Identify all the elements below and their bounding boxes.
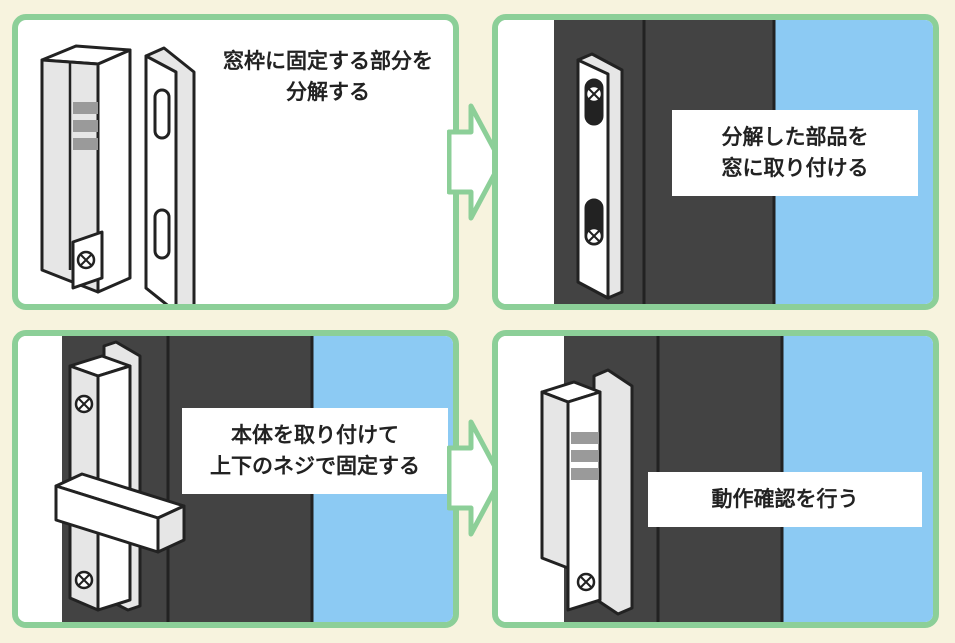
lock-body (540, 380, 602, 612)
screw-icon (74, 394, 94, 414)
step-1-caption: 窓枠に固定する部分を 分解する (194, 46, 453, 108)
caption-line: 分解する (286, 80, 370, 104)
step-4-caption: 動作確認を行う (648, 472, 922, 527)
caption-line: 窓に取り付ける (721, 156, 869, 180)
screw-icon (74, 570, 94, 590)
screw-icon (576, 572, 596, 592)
right-arrow-icon (447, 103, 503, 221)
screw-icon (584, 84, 604, 104)
lock-mounting-illustration (18, 336, 453, 622)
caption-line: 分解した部品を (721, 125, 869, 149)
step-1-panel: 窓枠に固定する部分を 分解する (12, 14, 459, 310)
screw-icon (584, 226, 604, 246)
screw-icon (76, 250, 96, 270)
slotted-plate (144, 46, 196, 304)
caption-line: 窓枠に固定する部分を (223, 49, 433, 73)
caption-line: 本体を取り付けて (231, 423, 399, 447)
step-2-caption: 分解した部品を 窓に取り付ける (672, 110, 918, 196)
step-3-caption: 本体を取り付けて 上下のネジで固定する (182, 408, 448, 494)
step-4-panel: 動作確認を行う (492, 330, 939, 628)
right-arrow-icon (447, 419, 503, 537)
caption-line: 上下のネジで固定する (210, 454, 420, 478)
handle-bar (54, 472, 186, 554)
caption-line: 動作確認を行う (711, 487, 859, 511)
step-2-panel: 分解した部品を 窓に取り付ける (492, 14, 939, 310)
disassembled-lock-illustration (40, 44, 196, 304)
step-3-panel: 本体を取り付けて 上下のネジで固定する (12, 330, 459, 628)
